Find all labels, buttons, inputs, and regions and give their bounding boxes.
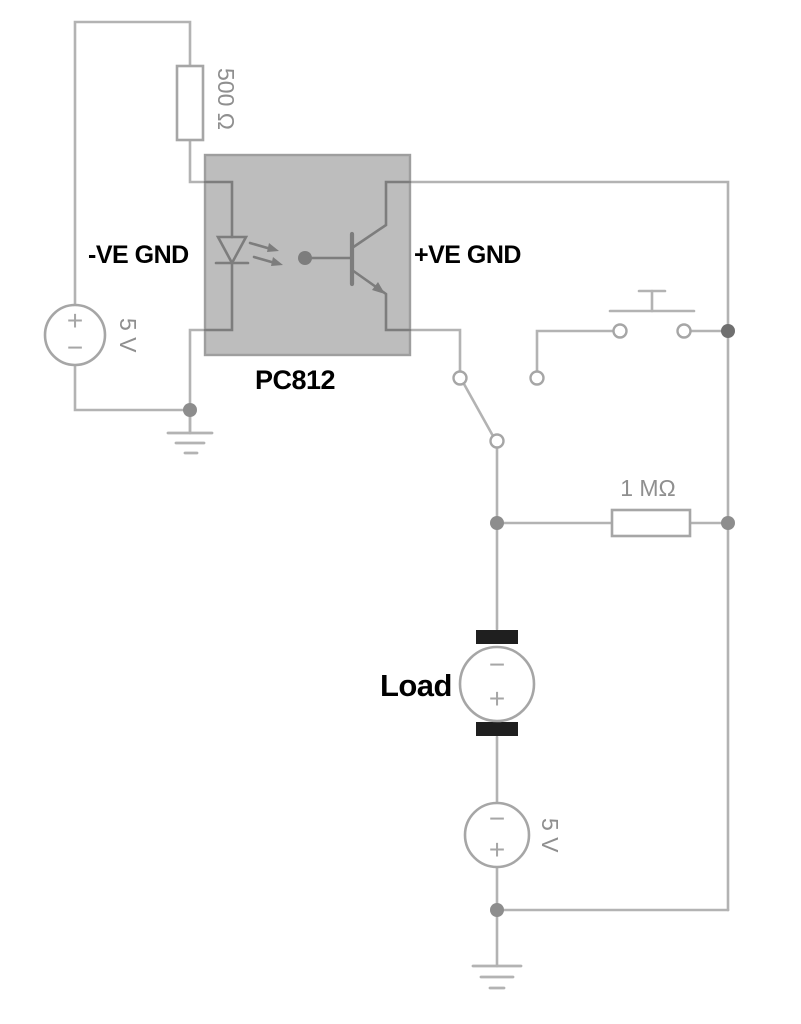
junction-button-rail xyxy=(721,324,735,338)
push-button-terminal-left[interactable] xyxy=(612,323,628,339)
output-source-plus-sign: + xyxy=(489,834,505,865)
led-cathode-lead xyxy=(203,261,234,332)
ground-bottom xyxy=(471,964,523,990)
output-ground-label: +VE GND xyxy=(414,241,521,269)
push-button-terminal-right[interactable] xyxy=(676,323,692,339)
wire-led-cathode-to-junction xyxy=(188,328,207,412)
switch-blade[interactable] xyxy=(462,382,495,438)
wire-resistor-to-optocoupler xyxy=(188,138,207,184)
load-motor: − + Load xyxy=(380,630,536,736)
emitter-arrow-head xyxy=(372,282,385,294)
push-button[interactable] xyxy=(608,289,696,339)
voltage-source-input: + − 5 V xyxy=(43,303,141,367)
load-bottom-tab xyxy=(476,722,518,736)
wire-supply-negative-to-junction xyxy=(73,363,192,412)
wire-supply-to-resistor xyxy=(73,20,192,307)
resistor-500-body xyxy=(175,64,205,142)
load-minus-sign: − xyxy=(489,649,505,680)
led-emission-arrows xyxy=(248,241,283,266)
optocoupler-led xyxy=(203,180,283,332)
emission-arrow-2-head xyxy=(271,257,283,266)
junction-input-ground xyxy=(183,403,197,417)
wire-emitter-to-switch xyxy=(408,328,462,373)
voltage-source-output-label: 5 V xyxy=(537,818,563,853)
emission-arrow-1-head xyxy=(267,243,279,252)
emission-arrow-2 xyxy=(252,255,277,265)
switch-terminal-right[interactable] xyxy=(529,370,545,386)
wire-collector-rail xyxy=(408,180,730,912)
resistor-1m-label: 1 MΩ xyxy=(620,475,676,501)
load-top-tab xyxy=(476,630,518,644)
voltage-source-output: − + 5 V xyxy=(463,801,563,869)
ground-left xyxy=(166,408,214,455)
voltage-source-input-label: 5 V xyxy=(115,318,141,353)
input-ground-label: -VE GND xyxy=(88,241,189,269)
junction-bottom-return xyxy=(490,903,504,917)
emission-arrow-1 xyxy=(248,241,273,251)
output-source-minus-sign: − xyxy=(489,803,505,834)
resistor-500-label: 500 Ω xyxy=(213,68,239,130)
emitter-lead xyxy=(350,268,412,332)
switch-terminal-left[interactable] xyxy=(452,370,468,386)
optocoupler-part-label: PC812 xyxy=(255,365,335,395)
wire-switch-to-button xyxy=(535,329,615,373)
input-source-plus-sign: + xyxy=(67,305,83,336)
voltage-source-output-body xyxy=(463,801,531,869)
load-plus-sign: + xyxy=(489,683,505,714)
collector-lead xyxy=(350,180,412,250)
photo-base-dot xyxy=(298,251,312,265)
load-body xyxy=(458,645,536,723)
optocoupler-phototransistor xyxy=(298,180,412,332)
resistor-1m-body xyxy=(610,508,692,538)
led-symbol xyxy=(215,235,249,266)
junction-resistor-rail xyxy=(721,516,735,530)
resistor-500-ohm: 500 Ω xyxy=(175,64,239,142)
load-label: Load xyxy=(380,668,452,703)
voltage-source-input-body xyxy=(43,303,107,367)
junction-switch-resistor xyxy=(490,516,504,530)
toggle-switch[interactable] xyxy=(452,370,545,449)
switch-terminal-common[interactable] xyxy=(489,433,505,449)
resistor-1-megaohm: 1 MΩ xyxy=(610,475,692,538)
input-source-minus-sign: − xyxy=(67,332,83,363)
led-anode-lead xyxy=(203,180,234,239)
